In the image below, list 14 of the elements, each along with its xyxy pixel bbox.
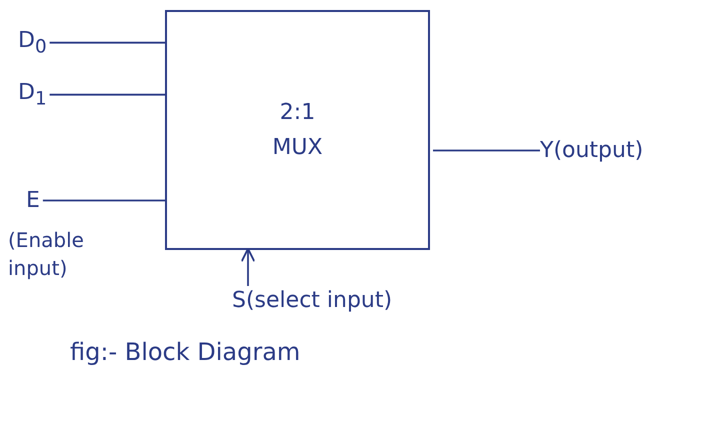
input-label: D$_{1}$ xyxy=(18,80,47,110)
signal-line xyxy=(433,150,540,152)
multiplexer-block xyxy=(165,10,430,250)
input-label: D$_{0}$ xyxy=(18,28,47,58)
figure-caption: fig:- Block Diagram xyxy=(70,338,300,366)
signal-line xyxy=(50,42,165,44)
signal-line xyxy=(42,200,165,202)
signal-line xyxy=(50,94,165,96)
annotation-text: (Enable input) xyxy=(8,227,85,282)
block-label: 2:1 MUX xyxy=(271,98,324,162)
input-label: E xyxy=(26,188,40,213)
signal-arrow xyxy=(240,248,256,286)
output-label: Y(output) xyxy=(540,138,644,163)
input-label: S(select input) xyxy=(232,288,392,313)
